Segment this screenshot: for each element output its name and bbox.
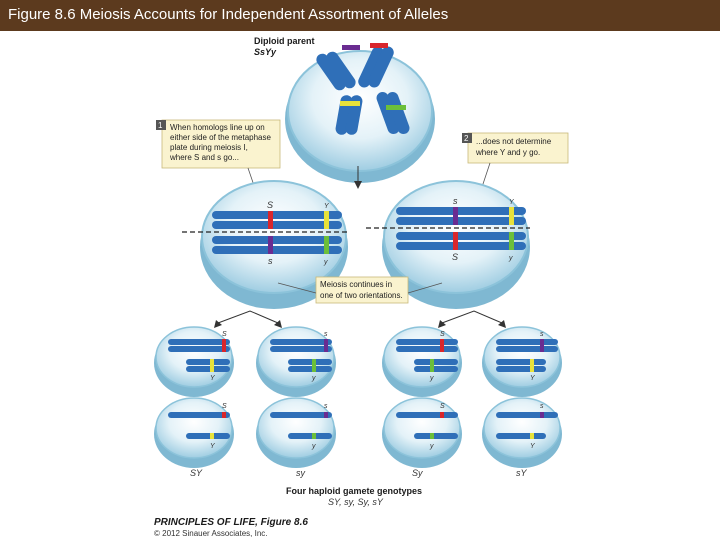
allele-y-label-right: y xyxy=(508,255,513,262)
down-arrow xyxy=(354,166,362,189)
gamete-label-3: Sy xyxy=(412,468,423,478)
callout-1-line-1: When homologs line up on xyxy=(170,123,265,132)
metaphase-cell-left: S Y s y xyxy=(182,180,348,309)
figure-title: Figure 8.6 Meiosis Accounts for Independ… xyxy=(8,6,449,23)
cell-2-allele-s: s xyxy=(324,331,328,338)
callout-2-number: 2 xyxy=(464,134,469,143)
genotypes-list: SY, sy, Sy, sY xyxy=(328,497,384,507)
genotypes-title: Four haploid gamete genotypes xyxy=(286,486,422,496)
meiosis2-cell-3: S y xyxy=(382,326,462,397)
cell-4-allele-s: s xyxy=(540,331,544,338)
meiosis2-cell-1: S Y xyxy=(154,326,234,397)
gamete-2-allele-s: s xyxy=(324,403,328,410)
allele-Y-label-left: Y xyxy=(324,203,330,210)
gamete-cell-3: S y xyxy=(382,397,462,468)
gamete-1-allele-Y: Y xyxy=(210,443,216,450)
gamete-3-allele-y: y xyxy=(429,443,434,450)
callout-1-number: 1 xyxy=(158,121,163,130)
branch-arrows-left xyxy=(214,310,282,328)
callout-1-line-2: either side of the metaphase xyxy=(170,133,272,142)
parent-label: Diploid parent xyxy=(254,36,315,46)
metaphase-cell-right: s Y S y xyxy=(366,180,530,309)
branch-arrows-right xyxy=(438,310,506,328)
cell-4-allele-Y: Y xyxy=(530,375,536,382)
gamete-3-allele-S: S xyxy=(440,403,445,410)
meiosis2-cell-4: s Y xyxy=(482,326,562,397)
callout-2-line-2: where Y and y go. xyxy=(475,148,540,157)
allele-s-label-right: s xyxy=(453,196,458,206)
title-bar: Figure 8.6 Meiosis Accounts for Independ… xyxy=(0,0,720,31)
gamete-cell-1: S Y xyxy=(154,397,234,468)
meiosis-diagram: Diploid parent SsYy 1 When homologs line… xyxy=(154,36,569,538)
gamete-1-allele-S: S xyxy=(222,403,227,410)
gamete-label-4: sY xyxy=(516,468,528,478)
cell-3-allele-S: S xyxy=(440,331,445,338)
allele-Y-label-right: Y xyxy=(509,199,515,206)
callout-3-line-2: one of two orientations. xyxy=(320,291,403,300)
cell-1-allele-S: S xyxy=(222,331,227,338)
callout-3: Meiosis continues in one of two orientat… xyxy=(277,276,443,304)
cell-1-allele-Y: Y xyxy=(210,375,216,382)
callout-1-line-4: where S and s go... xyxy=(169,153,239,162)
callout-1-line-3: plate during meiosis I, xyxy=(170,143,248,152)
meiosis2-cell-2: s y xyxy=(256,326,336,397)
gamete-2-allele-y: y xyxy=(311,443,316,450)
callout-3-line-1: Meiosis continues in xyxy=(320,280,392,289)
callout-2-line-1: ...does not determine xyxy=(476,137,552,146)
gamete-4-allele-s: s xyxy=(540,403,544,410)
cell-3-allele-y: y xyxy=(429,375,434,382)
parent-genotype: SsYy xyxy=(254,47,277,57)
allele-s-label-left: s xyxy=(268,256,273,266)
gamete-label-1: SY xyxy=(190,468,203,478)
allele-y-label-left: y xyxy=(323,259,328,266)
allele-S-label-right: S xyxy=(452,252,458,262)
cell-2-allele-y: y xyxy=(311,375,316,382)
gamete-label-2: sy xyxy=(296,468,306,478)
book-credit: PRINCIPLES OF LIFE, Figure 8.6 xyxy=(154,517,308,528)
gamete-cell-4: s Y xyxy=(482,397,562,468)
parent-cell: Diploid parent SsYy xyxy=(254,36,435,183)
copyright: © 2012 Sinauer Associates, Inc. xyxy=(154,529,268,538)
gamete-cell-2: s y xyxy=(256,397,336,468)
callout-1: 1 When homologs line up on either side o… xyxy=(156,119,281,204)
parent-chromosomes xyxy=(316,43,410,135)
gamete-4-allele-Y: Y xyxy=(530,443,536,450)
allele-S-label-left: S xyxy=(267,200,273,210)
callout-2: 2 ...does not determine where Y and y go… xyxy=(462,132,569,200)
